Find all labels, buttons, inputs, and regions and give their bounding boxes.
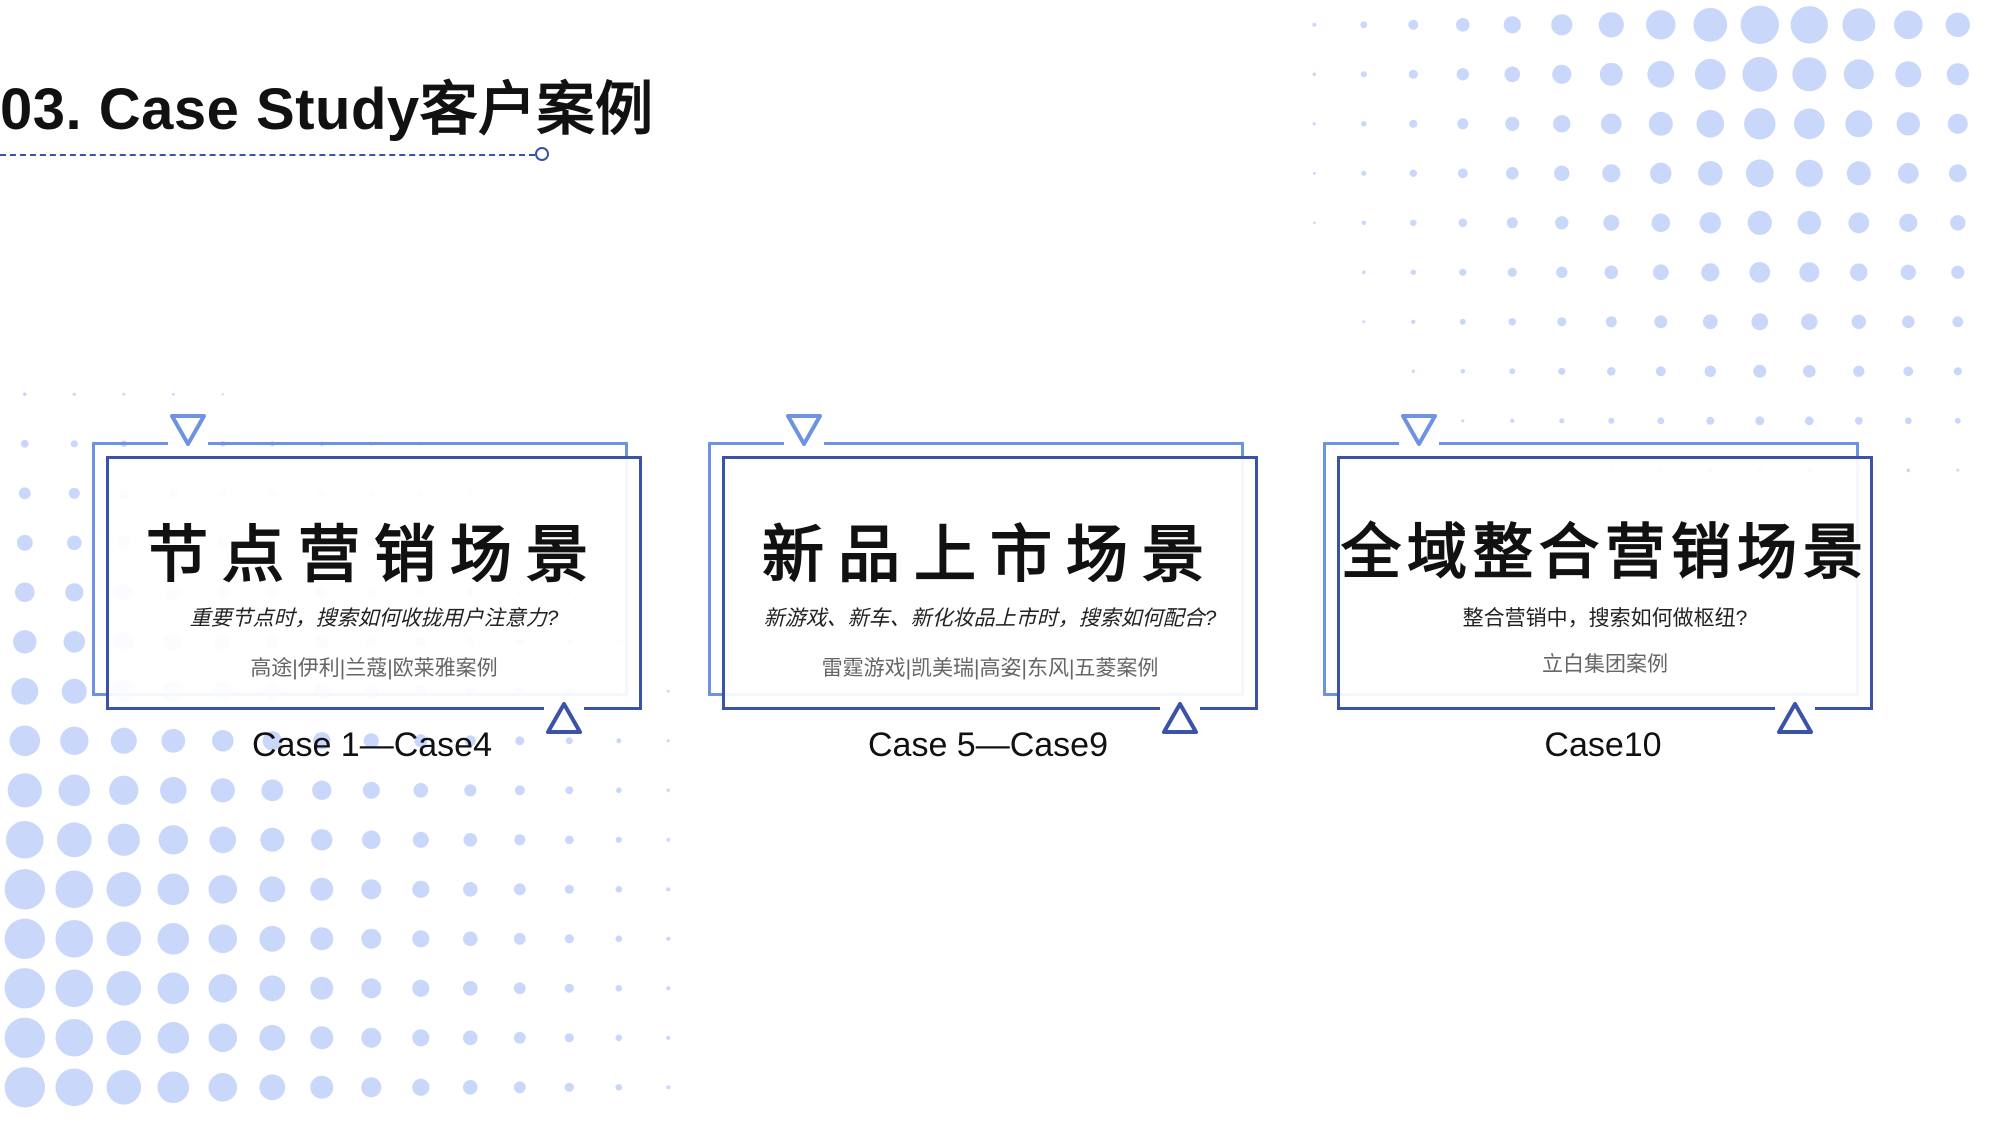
card-case-range: Case 1—Case4 [251,726,492,764]
card-question: 新游戏、新车、新化妆品上市时，搜索如何配合? [763,607,1217,630]
card-brands: 立白集团案例 [1542,653,1668,676]
card-heading: 全域整合营销场景 [1341,518,1869,588]
triangle-down-icon [168,412,208,448]
case-card-1[interactable]: 节点营销场景 重要节点时，搜索如何收拢用户注意力? 高途|伊利|兰蔻|欧莱雅案例… [92,412,642,772]
card-frame-front [106,456,642,710]
triangle-up-icon [1775,700,1815,736]
card-case-range: Case 5—Case9 [867,726,1108,764]
card-frame-front [1337,456,1873,710]
card-brands: 高途|伊利|兰蔻|欧莱雅案例 [250,657,498,680]
card-question: 重要节点时，搜索如何收拢用户注意力? [189,607,559,630]
card-heading: 节点营销场景 [145,518,602,591]
triangle-up-icon [544,700,584,736]
card-frame-front [722,456,1258,710]
page-title: 03. Case Study客户案例 [0,77,654,142]
case-card-2[interactable]: 新品上市场景 新游戏、新车、新化妆品上市时，搜索如何配合? 雷霆游戏|凯美瑞|高… [708,412,1258,772]
triangle-down-icon [784,412,824,448]
card-brands: 雷霆游戏|凯美瑞|高姿|东风|五菱案例 [821,657,1159,680]
triangle-down-icon [1399,412,1439,448]
title-underline [0,154,535,156]
card-heading: 新品上市场景 [761,518,1218,591]
circle-icon [535,147,549,161]
dot-pattern-top-right [1312,5,1970,473]
card-case-range: Case10 [1544,726,1662,764]
case-card-3[interactable]: 全域整合营销场景 整合营销中，搜索如何做枢纽? 立白集团案例 Case10 [1323,412,1873,772]
card-question: 整合营销中，搜索如何做枢纽? [1462,607,1748,630]
triangle-up-icon [1160,700,1200,736]
